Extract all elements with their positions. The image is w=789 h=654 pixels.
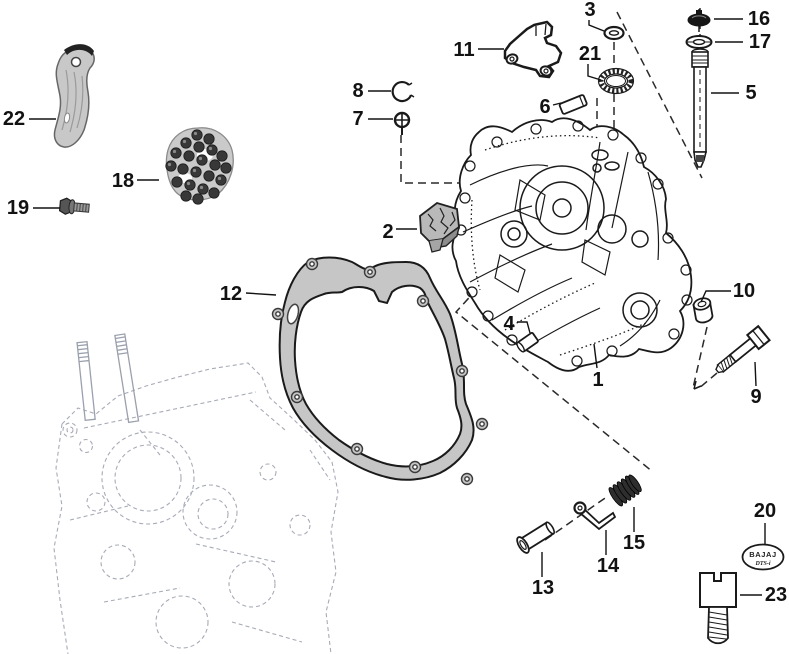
leader-line-4 [517,321,531,334]
part-8-circlip [391,80,415,103]
callout-2: 2 [382,221,417,243]
callout-23: 23 [740,584,787,606]
leader-line-3 [588,20,605,32]
callout-18: 18 [112,170,159,192]
callout-label-22: 22 [3,108,25,130]
callout-label-9: 9 [750,386,761,408]
callout-label-12: 12 [220,283,242,305]
part-20-badge: BAJAJ DTS-i [741,543,785,571]
callout-label-16: 16 [748,8,770,30]
callout-3: 3 [584,0,605,32]
callout-7: 7 [352,108,393,130]
callout-14: 14 [597,530,620,577]
callout-11: 11 [453,39,504,61]
callout-10: 10 [700,280,755,303]
callout-17: 17 [715,31,771,53]
part-9-hex-bolt [715,324,771,374]
callout-label-14: 14 [597,555,620,577]
leader-line-12 [245,292,277,296]
part-23-screw-plug [699,572,737,645]
crankcase-ghost-drawing [53,333,339,654]
callout-19: 19 [7,197,60,219]
gasket-slot-hole [286,303,300,325]
cover-bolt-holes [455,120,693,367]
callout-5: 5 [711,82,757,104]
callout-22: 22 [3,108,56,130]
part-4-plug-pin [516,332,539,353]
callout-label-17: 17 [749,31,771,53]
cover-bosses [500,149,658,328]
callout-12: 12 [220,283,277,305]
part-7-screw [393,111,411,135]
part-15-spring [608,474,642,507]
callout-label-4: 4 [503,313,515,335]
callout-label-23: 23 [765,584,787,606]
badge-model-text: DTS-i [755,561,771,567]
part-12-gasket [271,256,489,486]
callout-4: 4 [503,313,531,335]
part-10-bushing [692,297,714,324]
callout-label-19: 19 [7,197,29,219]
callout-1: 1 [592,343,604,391]
part-21-ribbed-ring [597,67,635,95]
callout-6: 6 [539,96,562,118]
crankcase-stud-right [114,333,140,424]
part-14-hook-lever [573,501,617,531]
part-11-bracket [503,20,563,79]
callout-label-11: 11 [453,39,474,61]
badge-brand-text: BAJAJ [749,550,777,559]
callout-20: 20 [754,500,776,544]
callout-label-8: 8 [352,80,363,102]
ball-highlights [167,131,222,190]
callout-label-20: 20 [754,500,776,522]
callout-label-3: 3 [584,0,595,21]
callout-9: 9 [750,361,762,408]
callout-label-6: 6 [539,96,550,118]
part-19-flange-bolt [58,197,90,215]
callout-16: 16 [714,8,770,30]
callout-label-10: 10 [733,280,755,302]
callout-label-18: 18 [112,170,134,192]
part-1-clutch-cover [451,117,693,372]
part-13-flanged-pin [516,521,555,554]
callout-15: 15 [623,507,645,554]
cover-ribs [462,141,661,351]
gasket-bolt-holes [271,257,489,486]
leader-line-6 [552,102,562,106]
part-5-dipstick-rod [691,48,709,168]
leader-line-1 [593,343,598,369]
callout-label-21: 21 [579,43,601,65]
callout-label-15: 15 [623,532,645,554]
leader-line-9 [754,361,757,387]
part-2-breather-piece [419,202,461,253]
cover-stipple [470,134,649,356]
callout-21: 21 [579,43,602,81]
part-18-ball-cluster [165,127,234,205]
part-17-washer [685,35,713,49]
part-22-lever-plate [53,44,95,148]
leader-line-10 [700,290,731,303]
part-16-cap [687,9,711,32]
callout-label-7: 7 [352,108,363,130]
part-6-dowel-pin [558,94,588,115]
part-3-oring [603,25,625,41]
callout-label-1: 1 [592,369,603,391]
callout-13: 13 [532,552,554,599]
crankcase-stud-left [76,340,96,422]
callout-label-13: 13 [532,577,554,599]
leader-line-21 [587,64,602,81]
callout-label-5: 5 [745,82,756,104]
callout-8: 8 [352,80,391,102]
callout-label-2: 2 [382,221,393,243]
